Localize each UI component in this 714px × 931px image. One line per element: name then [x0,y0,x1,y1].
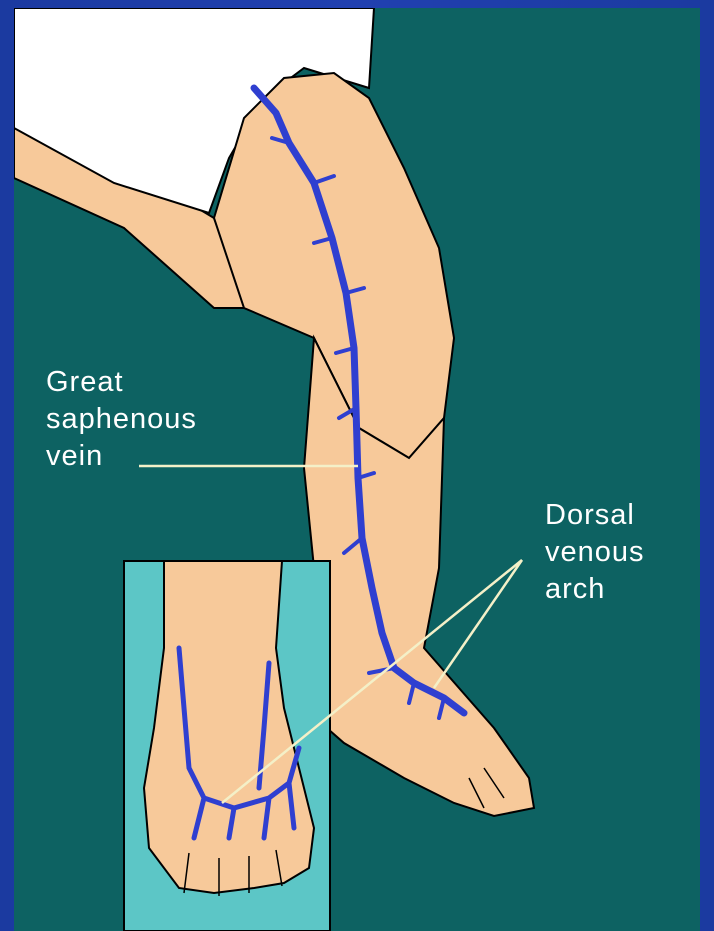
label-line: arch [545,571,645,608]
dorsal-venous-arch-label: Dorsal venous arch [545,497,645,608]
label-line: vein [46,438,197,475]
great-saphenous-vein-label: Great saphenous vein [46,364,197,475]
label-line: Dorsal [545,497,645,534]
pointer-dva-foot [434,560,522,688]
label-line: Great [46,364,197,401]
diagram-panel: Great saphenous vein Dorsal venous arch [14,8,700,931]
label-line: saphenous [46,401,197,438]
label-line: venous [545,534,645,571]
